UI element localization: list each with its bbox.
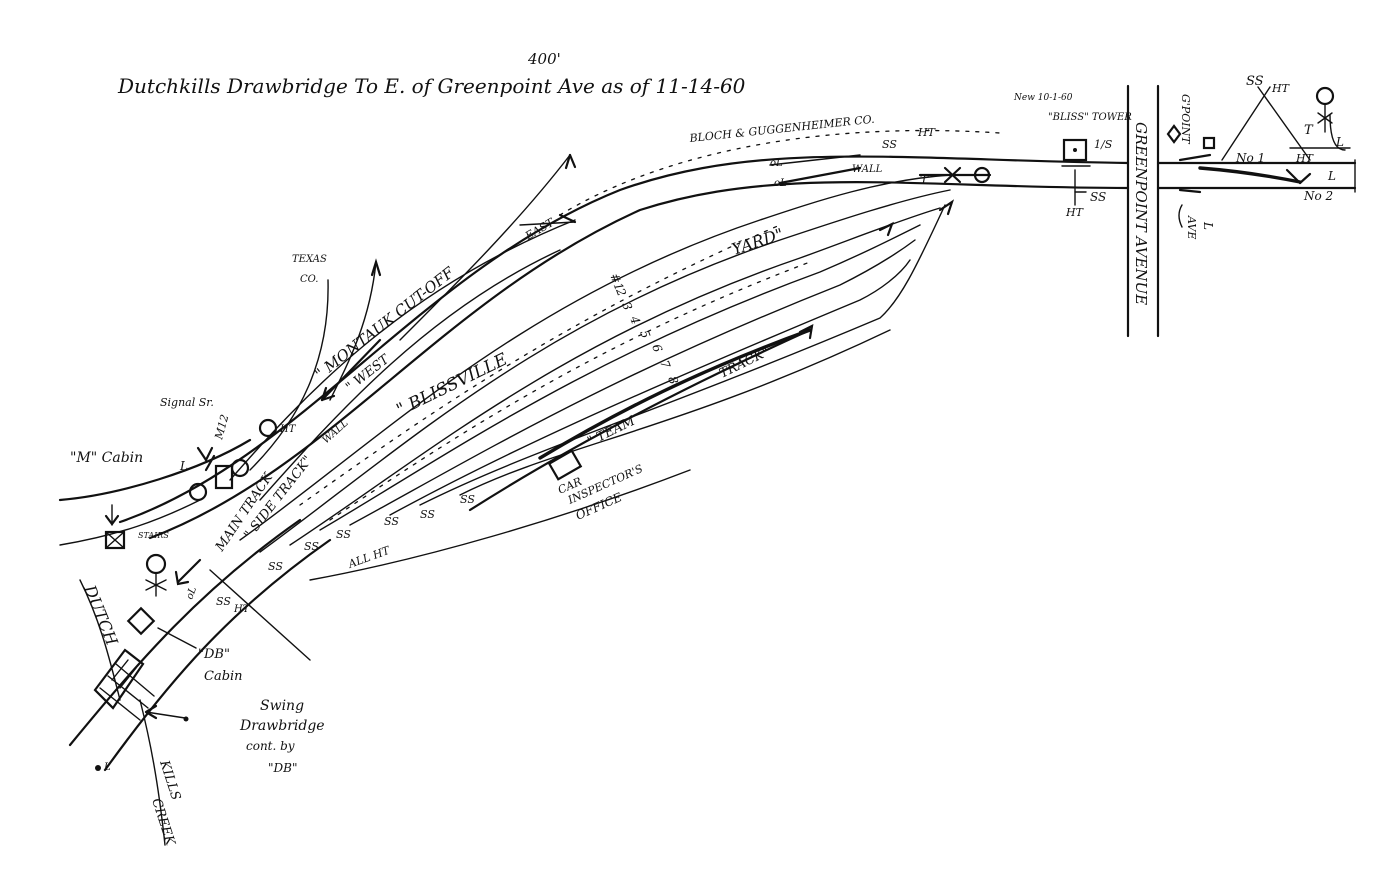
swing-label-3: cont. by [246, 739, 295, 753]
kills-label: KILLS [156, 758, 183, 803]
ht-label-east2: HT [1295, 152, 1315, 165]
db-cabin-label-2: Cabin [204, 669, 243, 684]
db-cabin-drawbridge: "DB" Cabin DUTCH KILLS CREEK Swing Drawb… [80, 580, 325, 849]
gpoint-ave-label-bot: AVE [1185, 215, 1198, 239]
ss-label-y2: SS [336, 528, 351, 541]
ss-label-y1: SS [304, 540, 319, 553]
bliss-new-label: New 10-1-60 [1013, 93, 1073, 103]
ht-label-bloch: HT [917, 126, 937, 139]
track-num-7: 7 [657, 358, 673, 370]
stairs-label: STAIRS [138, 531, 169, 540]
swing-label-4: "DB" [268, 761, 297, 775]
distance-note: 400' [527, 50, 561, 68]
yard-label: YARD" [729, 224, 785, 258]
ht-label-m: HT [279, 424, 297, 435]
swing-label-1: Swing [260, 698, 304, 714]
texas-label-2: CO. [300, 274, 318, 285]
bliss-tower-label: "BLISS" TOWER [1048, 112, 1132, 123]
ht-label-east: HT [1271, 82, 1291, 95]
ht-label-bliss: HT [1065, 206, 1085, 219]
gpoint-ave-label-top: G'POINT [1179, 94, 1192, 145]
ol-label-lower: oL [184, 585, 199, 601]
blissville-label: " BLISSVILLE [393, 349, 511, 420]
ss-label-y4: SS [420, 508, 435, 521]
no2-label: No 2 [1303, 189, 1333, 203]
track-num-5: 5 [637, 328, 653, 340]
no1-label: No 1 [1235, 151, 1265, 165]
ss-label-east: SS [1246, 74, 1264, 89]
ss-label-y5: SS [460, 493, 475, 506]
signal-label: Signal Sr. [160, 396, 214, 409]
l-label-bridge: L [103, 762, 111, 773]
greenpoint-avenue: GREENPOINT AVENUE [1128, 86, 1158, 336]
t-label-bliss: T [920, 173, 929, 187]
ht-label-y7: HT [233, 604, 251, 615]
m-cabin-label: "M" Cabin [70, 450, 143, 466]
texas-co: TEXAS CO. [292, 254, 327, 285]
bloch-label: BLOCH & GUGGENHEIMER CO. [688, 113, 875, 145]
track-label: TRACK" [717, 345, 772, 382]
l-label-east2: L [1327, 169, 1336, 183]
east-tracks: No 1 No 2 SS HT HT T L L G'POINT AVE L [1158, 74, 1355, 239]
title-text: Dutchkills Drawbridge To E. of Greenpoin… [117, 74, 746, 98]
east-label: EAST [522, 215, 558, 243]
l-label-east: L [1335, 135, 1344, 149]
l-label-m: L [179, 459, 188, 473]
ss-label-y7: SS [216, 595, 231, 608]
car-inspectors-office: CAR INSPECTOR'S OFFICE [549, 451, 645, 523]
bliss-io-label: 1/S [1094, 138, 1113, 151]
diagram-title: Dutchkills Drawbridge To E. of Greenpoin… [117, 50, 746, 98]
m12-label: M12 [212, 413, 231, 442]
texas-label-1: TEXAS [292, 254, 327, 265]
t-label-east: T [1304, 123, 1314, 138]
greenpoint-avenue-label: GREENPOINT AVENUE [1132, 122, 1150, 305]
ss-label-bliss: SS [1090, 190, 1106, 204]
db-cabin-label-1: "DB" [198, 647, 230, 662]
ss-label-y3: SS [384, 515, 399, 528]
bliss-tower: New 10-1-60 "BLISS" TOWER 1/S SS HT [1013, 93, 1132, 219]
swing-label-2: Drawbridge [239, 718, 325, 734]
ol-label-2: oL [774, 178, 787, 189]
ss-label-bloch: SS [882, 138, 897, 151]
ss-label-y6: SS [268, 560, 283, 573]
l-label-ave: L [1201, 221, 1215, 230]
track-num-3: 3 [619, 300, 635, 312]
all-ht-label: ALL HT [346, 543, 393, 571]
track-num-6: 6 [649, 342, 665, 354]
wall-label: WALL [852, 164, 883, 175]
ol-label-1: oL [770, 158, 783, 169]
